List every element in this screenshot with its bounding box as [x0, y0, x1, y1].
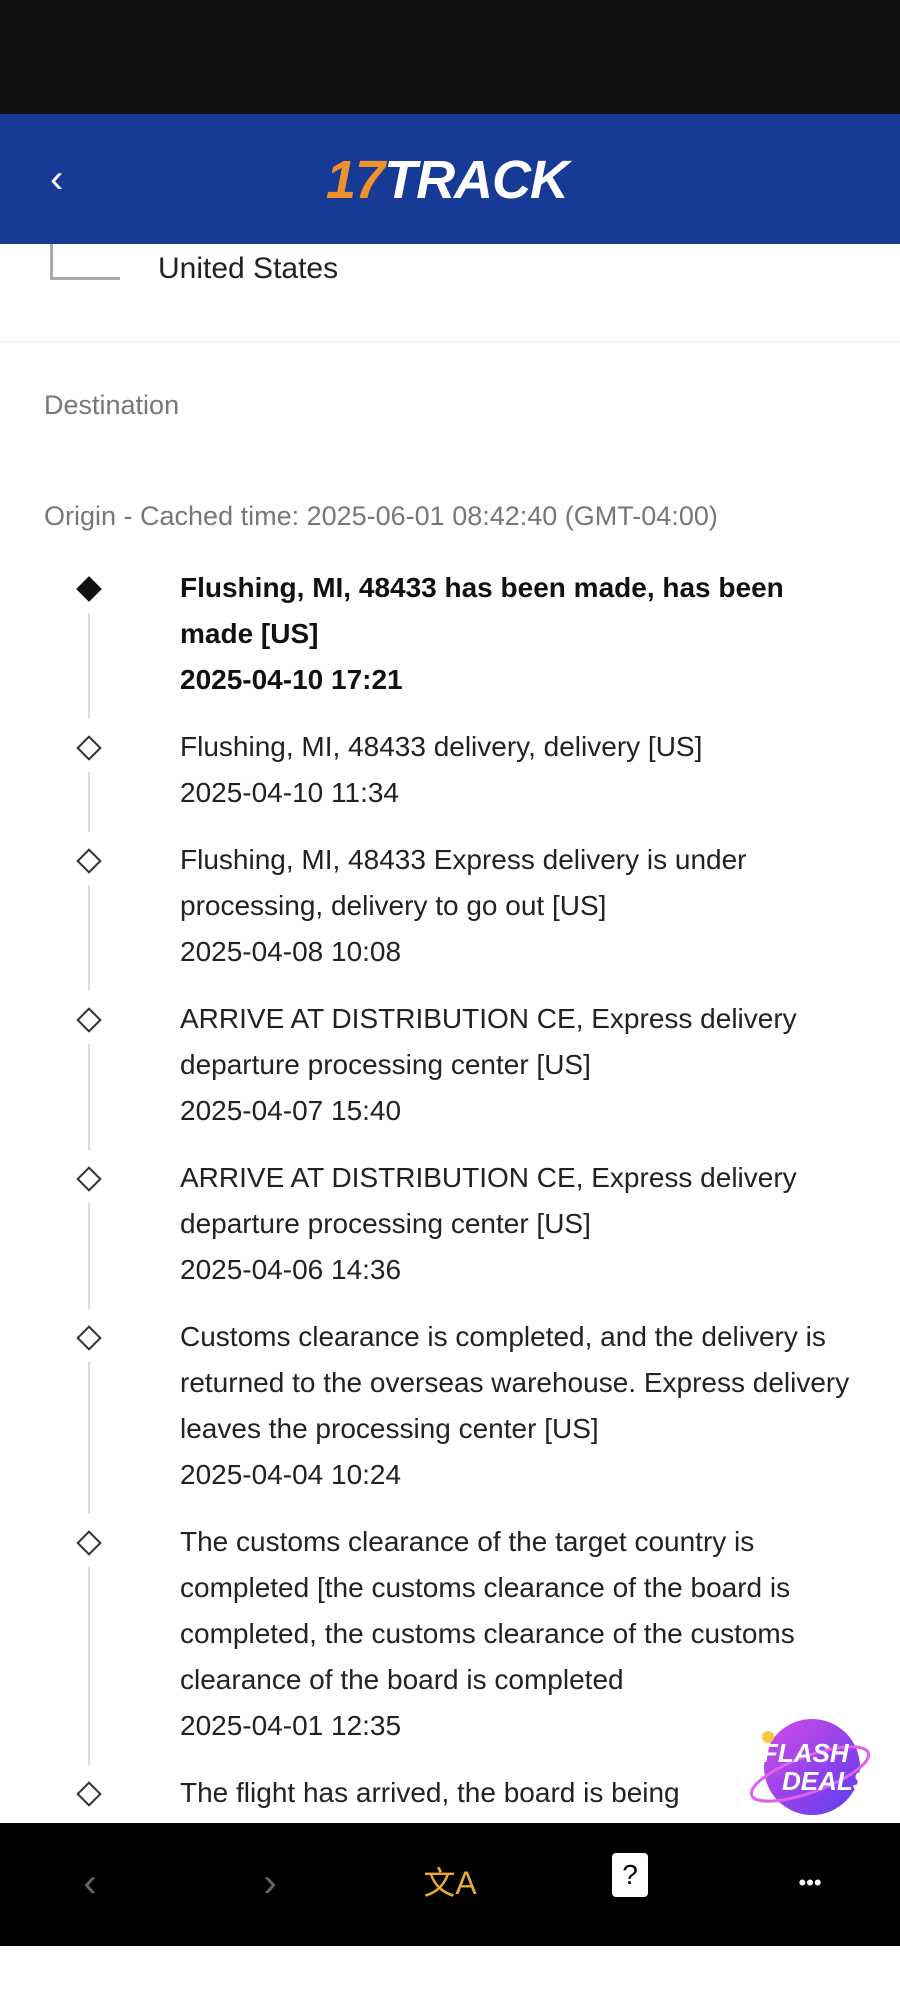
logo-text: TRACK	[384, 150, 569, 210]
filled-diamond-icon	[76, 576, 102, 602]
diamond-icon	[76, 848, 102, 874]
event-description: The customs clearance of the target coun…	[180, 1526, 795, 1695]
diamond-icon	[76, 735, 102, 761]
origin-cached-time: Origin - Cached time: 2025-06-01 08:42:4…	[44, 501, 718, 531]
timeline-connector	[88, 772, 90, 832]
chevron-left-icon: ‹	[50, 157, 64, 201]
diamond-icon	[76, 1166, 102, 1192]
event-time: 2025-04-01 12:35	[180, 1710, 402, 1741]
route-arrow-icon	[50, 244, 120, 280]
nav-forward-button[interactable]: ›	[240, 1853, 300, 1913]
event-time: 2025-04-10 17:21	[180, 664, 403, 695]
flash-text: FLASH	[762, 1738, 850, 1768]
timeline-event: The flight has arrived, the board is bei…	[0, 1770, 900, 1816]
system-area	[0, 1946, 900, 2000]
back-button[interactable]: ‹	[50, 154, 90, 204]
event-time: 2025-04-04 10:24	[180, 1459, 402, 1490]
chevron-left-icon: ‹	[83, 1861, 97, 1905]
timeline-connector	[88, 1362, 90, 1514]
help-card-icon: ?	[622, 1859, 638, 1890]
event-description: Flushing, MI, 48433 delivery, delivery […	[180, 731, 703, 762]
more-icon: •••	[798, 1870, 822, 1895]
timeline-event: ARRIVE AT DISTRIBUTION CE, Express deliv…	[0, 996, 900, 1150]
timeline-event: Flushing, MI, 48433 delivery, delivery […	[0, 724, 900, 832]
event-time: 2025-04-06 14:36	[180, 1254, 402, 1285]
translate-icon: 文A	[423, 1865, 477, 1901]
diamond-icon	[76, 1781, 102, 1807]
timeline-event: Flushing, MI, 48433 has been made, has b…	[0, 565, 900, 719]
event-description: Customs clearance is completed, and the …	[180, 1321, 850, 1444]
tracking-timeline: Flushing, MI, 48433 has been made, has b…	[0, 565, 900, 1823]
event-description: Flushing, MI, 48433 has been made, has b…	[180, 572, 784, 649]
event-time: 2025-04-07 15:40	[180, 1095, 402, 1126]
timeline-connector	[88, 1203, 90, 1309]
translate-button[interactable]: 文A	[420, 1853, 480, 1913]
destination-label: Destination	[44, 390, 180, 420]
nav-back-button[interactable]: ‹	[60, 1853, 120, 1913]
diamond-icon	[76, 1325, 102, 1351]
more-button[interactable]: •••	[780, 1853, 840, 1913]
event-description: ARRIVE AT DISTRIBUTION CE, Express deliv…	[180, 1162, 797, 1239]
timeline-connector	[88, 1044, 90, 1150]
event-time: 2025-04-08 10:08	[180, 936, 402, 967]
chevron-right-icon: ›	[263, 1861, 277, 1905]
timeline-event: ARRIVE AT DISTRIBUTION CE, Express deliv…	[0, 1155, 900, 1309]
timeline-connector	[88, 613, 90, 719]
status-bar	[0, 0, 900, 114]
timeline-connector	[88, 885, 90, 991]
event-description: Flushing, MI, 48433 Express delivery is …	[180, 844, 747, 921]
logo: 17TRACK	[326, 150, 569, 210]
bottom-toolbar: ‹ › 文A ? •••	[0, 1823, 900, 1946]
event-description: ARRIVE AT DISTRIBUTION CE, Express deliv…	[180, 1003, 797, 1080]
tracking-content: United States Destination Origin - Cache…	[0, 244, 900, 1823]
logo-number: 17	[326, 150, 385, 210]
diamond-icon	[76, 1007, 102, 1033]
deals-text: DEALS	[782, 1766, 871, 1796]
app-header: ‹ 17TRACK	[0, 114, 900, 244]
divider	[0, 341, 900, 343]
event-description: The flight has arrived, the board is bei…	[180, 1777, 680, 1808]
timeline-event: Flushing, MI, 48433 Express delivery is …	[0, 837, 900, 991]
destination-country: United States	[158, 252, 339, 285]
timeline-connector	[88, 1567, 90, 1765]
timeline-event: The customs clearance of the target coun…	[0, 1519, 900, 1765]
timeline-event: Customs clearance is completed, and the …	[0, 1314, 900, 1514]
flash-deals-button[interactable]: FLASH DEALS	[748, 1712, 872, 1822]
help-button[interactable]: ?	[612, 1853, 648, 1897]
diamond-icon	[76, 1530, 102, 1556]
event-time: 2025-04-10 11:34	[180, 777, 399, 808]
